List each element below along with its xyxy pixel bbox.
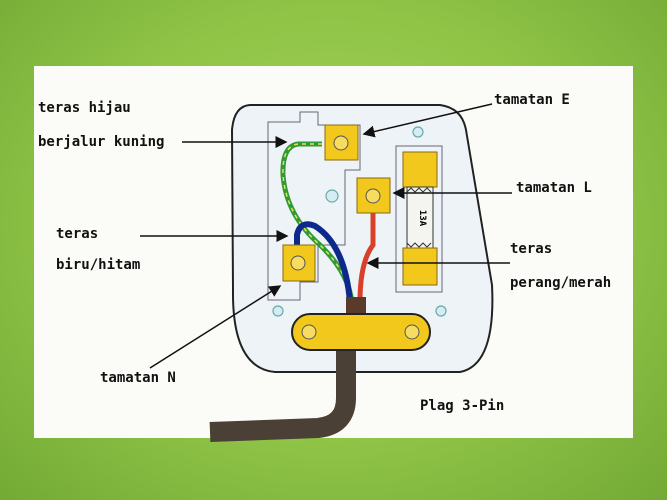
live-wire	[357, 212, 376, 303]
holes	[272, 126, 447, 317]
earth-terminal	[324, 124, 359, 161]
fuse: 13A	[402, 151, 438, 286]
cord-grip	[291, 313, 431, 351]
label-neutral-core-1: teras	[56, 226, 98, 242]
label-live-core-2: perang/merah	[510, 275, 611, 291]
wire-sleeve	[346, 297, 366, 313]
neutral-terminal	[282, 244, 316, 282]
diagram-title: Plag 3-Pin	[420, 398, 504, 414]
label-neutral-core-2: biru/hitam	[56, 257, 140, 273]
pointer-arrows	[140, 103, 512, 369]
label-neutral-terminal: tamatan N	[100, 370, 176, 386]
label-live-core-1: teras	[510, 241, 552, 257]
fuse-rating: 13A	[417, 210, 427, 227]
label-live-terminal: tamatan L	[516, 180, 592, 196]
power-cord	[209, 345, 356, 442]
earth-wire-stripe	[282, 143, 353, 303]
label-earth-core-1: teras hijau	[38, 100, 131, 116]
label-earth-terminal: tamatan E	[494, 92, 570, 108]
live-terminal	[356, 177, 391, 214]
neutral-wire	[294, 221, 353, 303]
fuse-holder	[395, 145, 443, 293]
label-earth-core-2: berjalur kuning	[38, 134, 164, 150]
inner-outline	[267, 111, 361, 301]
